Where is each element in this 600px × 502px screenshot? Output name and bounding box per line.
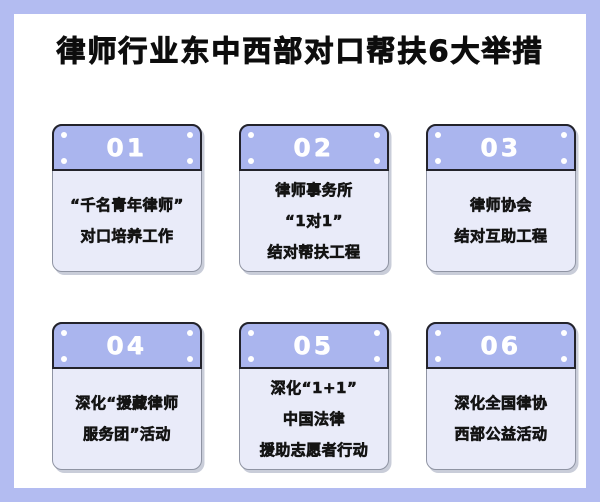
rivet-dot-icon [60,329,67,336]
rivet-dot-icon [186,355,193,362]
card-text-line: 对口培养工作 [80,227,174,246]
card-text-line: “1对1” [284,211,344,230]
rivet-dot-icon [247,329,254,336]
rivet-dot-icon [434,131,441,138]
card-header: 02 [238,123,389,171]
measure-card-01: 01 “千名青年律师” 对口培养工作 [51,123,202,272]
measure-card-02: 02 律师事务所 “1对1” 结对帮扶工程 [238,123,389,272]
card-text-line: 服务团”活动 [83,425,171,444]
card-text-line: 援助志愿者行动 [259,440,369,459]
rivet-dot-icon [60,131,67,138]
rivet-dot-icon [373,157,380,164]
measure-card-03: 03 律师协会 结对互助工程 [425,123,576,272]
card-number: 05 [293,330,334,360]
rivet-dot-icon [560,157,567,164]
rivet-dot-icon [434,355,441,362]
card-text-line: 西部公益活动 [454,425,548,444]
rivet-dot-icon [247,131,254,138]
rivet-dot-icon [247,355,254,362]
page-title: 律师行业东中西部对口帮扶6大举措 [56,34,544,69]
card-header: 01 [51,123,202,171]
card-text-line: 结对帮扶工程 [267,242,361,261]
card-text-line: 深化全国律协 [454,394,548,413]
card-text-line: 深化“援藏律师 [75,394,179,413]
card-text-line: 中国法律 [282,409,345,428]
card-text: 深化“援藏律师 服务团”活动 [53,369,201,469]
measure-card-05: 05 深化“1+1” 中国法律 援助志愿者行动 [238,321,389,470]
card-text-line: 结对互助工程 [454,227,548,246]
rivet-dot-icon [560,329,567,336]
card-number: 06 [480,330,521,360]
rivet-dot-icon [186,329,193,336]
rivet-dot-icon [373,131,380,138]
rivet-dot-icon [60,157,67,164]
rivet-dot-icon [247,157,254,164]
card-text: 深化全国律协 西部公益活动 [427,369,575,469]
card-number: 04 [106,330,147,360]
card-text-line: “千名青年律师” [70,196,184,215]
card-header: 03 [425,123,576,171]
card-number: 03 [480,132,521,162]
rivet-dot-icon [186,131,193,138]
card-text-line: 律师协会 [469,196,532,215]
card-text: 深化“1+1” 中国法律 援助志愿者行动 [240,369,388,469]
card-text: 律师事务所 “1对1” 结对帮扶工程 [240,171,388,271]
rivet-dot-icon [373,355,380,362]
card-number: 01 [106,132,147,162]
rivet-dot-icon [434,157,441,164]
card-text-line: 律师事务所 [275,180,353,199]
card-text: “千名青年律师” 对口培养工作 [53,171,201,271]
rivet-dot-icon [560,131,567,138]
rivet-dot-icon [434,329,441,336]
card-header: 06 [425,321,576,369]
card-number: 02 [293,132,334,162]
card-header: 04 [51,321,202,369]
rivet-dot-icon [373,329,380,336]
rivet-dot-icon [60,355,67,362]
measure-card-06: 06 深化全国律协 西部公益活动 [425,321,576,470]
card-text: 律师协会 结对互助工程 [427,171,575,271]
card-header: 05 [238,321,389,369]
card-text-line: 深化“1+1” [270,378,358,397]
measure-card-04: 04 深化“援藏律师 服务团”活动 [51,321,202,470]
rivet-dot-icon [186,157,193,164]
rivet-dot-icon [560,355,567,362]
